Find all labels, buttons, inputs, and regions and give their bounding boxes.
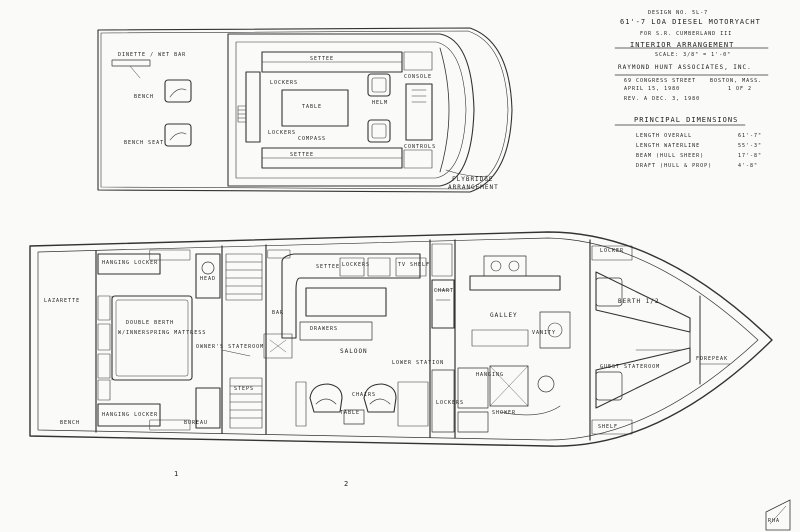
- dim-value-beam: 17'-8": [738, 153, 763, 159]
- hanging-locker-top: [97, 253, 161, 275]
- flybridge-bench-label: BENCH: [134, 94, 155, 100]
- head-label: HEAD: [200, 276, 217, 282]
- firm-address-2: BOSTON, MASS.: [710, 78, 763, 84]
- flybridge-bench-2-label: BENCH SEAT: [124, 140, 165, 146]
- rha-stamp-text: RHA: [768, 518, 781, 524]
- dim-label-beam: BEAM (HULL SHEER): [636, 153, 705, 159]
- shelf-label: SHELF: [598, 424, 619, 430]
- steps-label: STEPS: [234, 386, 255, 392]
- rha-stamp: [765, 499, 791, 531]
- firm-name: RAYMOND HUNT ASSOCIATES, INC.: [618, 64, 752, 71]
- hanging-locker-top-label: HANGING LOCKER: [102, 260, 159, 266]
- shower-label: SHOWER: [492, 410, 517, 416]
- locker-label: LOCKER: [600, 248, 625, 254]
- dimensions-heading: PRINCIPAL DIMENSIONS: [634, 116, 739, 124]
- chairs-label: CHAIRS: [352, 392, 377, 398]
- flybridge-helm-chair-2: [367, 119, 391, 143]
- owners-stateroom-label: OWNER'S STATEROOM: [196, 344, 265, 350]
- lockers-lower-label: LOCKERS: [436, 400, 465, 406]
- saloon-table: [305, 287, 387, 317]
- saloon-settee: [281, 253, 421, 339]
- revision-note: REV. A DEC. 3, 1980: [624, 96, 701, 102]
- drawers-label: DRAWERS: [310, 326, 339, 332]
- hanging-locker-bottom: [97, 403, 161, 427]
- flybridge-plan: [97, 27, 513, 193]
- lower-station-label: LOWER STATION: [392, 360, 445, 366]
- drawing-title: INTERIOR ARRANGEMENT: [630, 41, 735, 49]
- drawing-scale: SCALE: 3/8" = 1'-0": [655, 52, 732, 58]
- title-block-rules: [614, 47, 769, 126]
- flybridge-title-2: ARRANGEMENT: [448, 184, 499, 191]
- flybridge-aft-chair-1: [164, 79, 192, 103]
- companionway-stairs-fwd: [229, 377, 263, 429]
- flybridge-lockers-2-label: LOCKERS: [268, 130, 297, 136]
- flybridge-settee-2-label: SETTEE: [290, 152, 315, 158]
- vanity-label: VANITY: [532, 330, 557, 336]
- settee-label: SETTEE: [316, 264, 341, 270]
- vessel-name: 61'-7 LOA DIESEL MOTORYACHT: [620, 18, 761, 26]
- stair-marker-2: 2: [344, 480, 350, 488]
- flybridge-lockers-label: LOCKERS: [270, 80, 299, 86]
- flybridge-compass-label: COMPASS: [298, 136, 327, 142]
- galley-label: GALLEY: [490, 312, 518, 319]
- client-line: FOR S.R. CUMBERLAND III: [640, 31, 733, 37]
- tv-shelf-label: TV SHELF: [398, 262, 431, 268]
- saloon-chair-1: [309, 383, 343, 413]
- galley-counter: [469, 275, 561, 291]
- flybridge-console: [405, 83, 433, 141]
- guest-shower: [489, 365, 529, 407]
- flybridge-controls-label: CONTROLS: [404, 144, 437, 150]
- flybridge-settee-label: SETTEE: [310, 56, 335, 62]
- forepeak-label: FOREPEAK: [696, 356, 729, 362]
- saloon-chair-2: [363, 383, 397, 413]
- flybridge-table-label: TABLE: [302, 104, 323, 110]
- bureau-label: BUREAU: [184, 420, 209, 426]
- bar-label: BAR: [272, 310, 285, 316]
- lazarette-label: LAZARETTE: [44, 298, 81, 304]
- drawing-date: APRIL 15, 1980: [624, 86, 681, 92]
- lower-station-console: [431, 279, 455, 329]
- flybridge-table: [281, 89, 349, 127]
- companionway-stairs-aft: [225, 253, 263, 301]
- flybridge-aft-chair-2: [164, 123, 192, 147]
- flybridge-title-1: FLYBRIDGE: [452, 176, 494, 183]
- flybridge-wet-bar: [245, 71, 261, 143]
- hanging-locker-bottom-label: HANGING LOCKER: [102, 412, 159, 418]
- flybridge-hull-outline: [97, 27, 513, 193]
- dim-label-draft: DRAFT (HULL & PROP): [636, 163, 713, 169]
- v-berth-stbd: [595, 347, 691, 409]
- sheet-number: 1 OF 2: [728, 86, 753, 92]
- main-hull-outline: [29, 231, 773, 447]
- dim-label-lwl: LENGTH WATERLINE: [636, 143, 701, 149]
- saloon-label: SALOON: [340, 348, 368, 355]
- berth-label: BERTH 1/2: [618, 298, 660, 305]
- double-berth: [111, 295, 193, 381]
- hanging-label: HANGING: [476, 372, 505, 378]
- lockers-upper-label: LOCKERS: [342, 262, 371, 268]
- double-berth-label: DOUBLE BERTH: [126, 320, 175, 326]
- owners-head: [195, 253, 221, 299]
- stair-marker-1: 1: [174, 470, 180, 478]
- chart-label: CHART: [434, 288, 455, 294]
- dim-value-lwl: 55'-3": [738, 143, 763, 149]
- dim-value-loa: 61'-7": [738, 133, 763, 139]
- flybridge-console-label: CONSOLE: [404, 74, 433, 80]
- dim-label-loa: LENGTH OVERALL: [636, 133, 693, 139]
- flybridge-helm-chair-1: [367, 73, 391, 97]
- flybridge-deck: [227, 33, 475, 187]
- table-label: TABLE: [340, 410, 361, 416]
- dim-value-draft: 4'-8": [738, 163, 759, 169]
- flybridge-dinette-label: DINETTE / WET BAR: [118, 52, 187, 58]
- main-deck-plan: [29, 231, 773, 447]
- mattress-label: W/INNERSPRING MATTRESS: [118, 330, 207, 336]
- flybridge-helm-label: HELM: [372, 100, 389, 106]
- guest-stateroom-label: GUEST STATEROOM: [600, 364, 661, 370]
- design-number: DESIGN NO. 5L-7: [648, 10, 709, 16]
- saloon-side-table: [343, 409, 365, 425]
- firm-address-1: 69 CONGRESS STREET: [624, 78, 697, 84]
- bench-label: BENCH: [60, 420, 81, 426]
